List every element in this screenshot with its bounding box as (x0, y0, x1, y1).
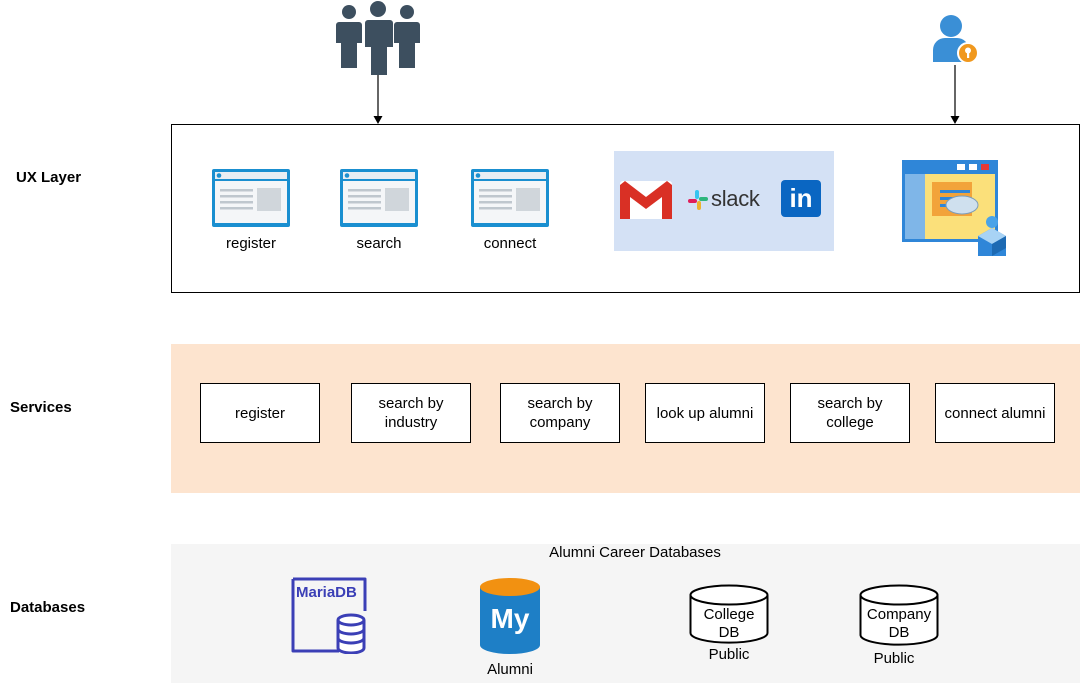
service-connect-alumni[interactable]: connect alumni (935, 383, 1055, 443)
company-db-icon[interactable] (859, 584, 939, 646)
college-db-icon[interactable] (689, 584, 769, 644)
databases-title: Alumni Career Databases (549, 544, 721, 561)
gmail-icon[interactable] (620, 181, 672, 219)
services-band (171, 344, 1080, 493)
slack-wordmark: slack (711, 186, 760, 211)
service-search-by-company[interactable]: search by company (500, 383, 620, 443)
college-db-caption: Public (708, 646, 750, 663)
users-arrow (373, 75, 383, 124)
mysql-alumni-caption: Alumni (487, 661, 533, 678)
users-group-icon (336, 1, 420, 75)
databases-layer-label: Databases (10, 599, 86, 616)
search-page-icon[interactable] (340, 169, 418, 227)
company-db-name-line2: DB (888, 624, 910, 641)
services-layer-label: Services (10, 399, 72, 416)
company-db-caption: Public (873, 650, 915, 667)
mariadb-wordmark: MariaDB (296, 584, 357, 601)
admin-dashboard-icon[interactable] (902, 160, 1010, 256)
admin-user-icon (933, 15, 979, 64)
linkedin-icon[interactable]: in (781, 180, 821, 217)
service-look-up-alumni[interactable]: look up alumni (645, 383, 765, 443)
mariadb-frame-icon (291, 577, 367, 654)
register-page-label: register (225, 235, 277, 252)
connect-page-label: connect (483, 235, 537, 252)
connect-page-icon[interactable] (471, 169, 549, 227)
mysql-wordmark: My (490, 603, 530, 634)
company-db-name-line1: Company (866, 606, 932, 623)
service-register[interactable]: register (200, 383, 320, 443)
service-search-by-college[interactable]: search by college (790, 383, 910, 443)
slack-icon[interactable] (687, 189, 709, 211)
register-page-icon[interactable] (212, 169, 290, 227)
service-search-by-industry[interactable]: search by industry (351, 383, 471, 443)
mysql-alumni-db-icon[interactable] (480, 577, 540, 655)
college-db-name-line1: College (703, 606, 755, 623)
college-db-name-line2: DB (718, 624, 740, 641)
admin-arrow (950, 65, 960, 124)
ux-layer-label: UX Layer (16, 169, 82, 186)
search-page-label: search (356, 235, 402, 252)
mariadb-logo[interactable]: MariaDB (290, 576, 368, 654)
